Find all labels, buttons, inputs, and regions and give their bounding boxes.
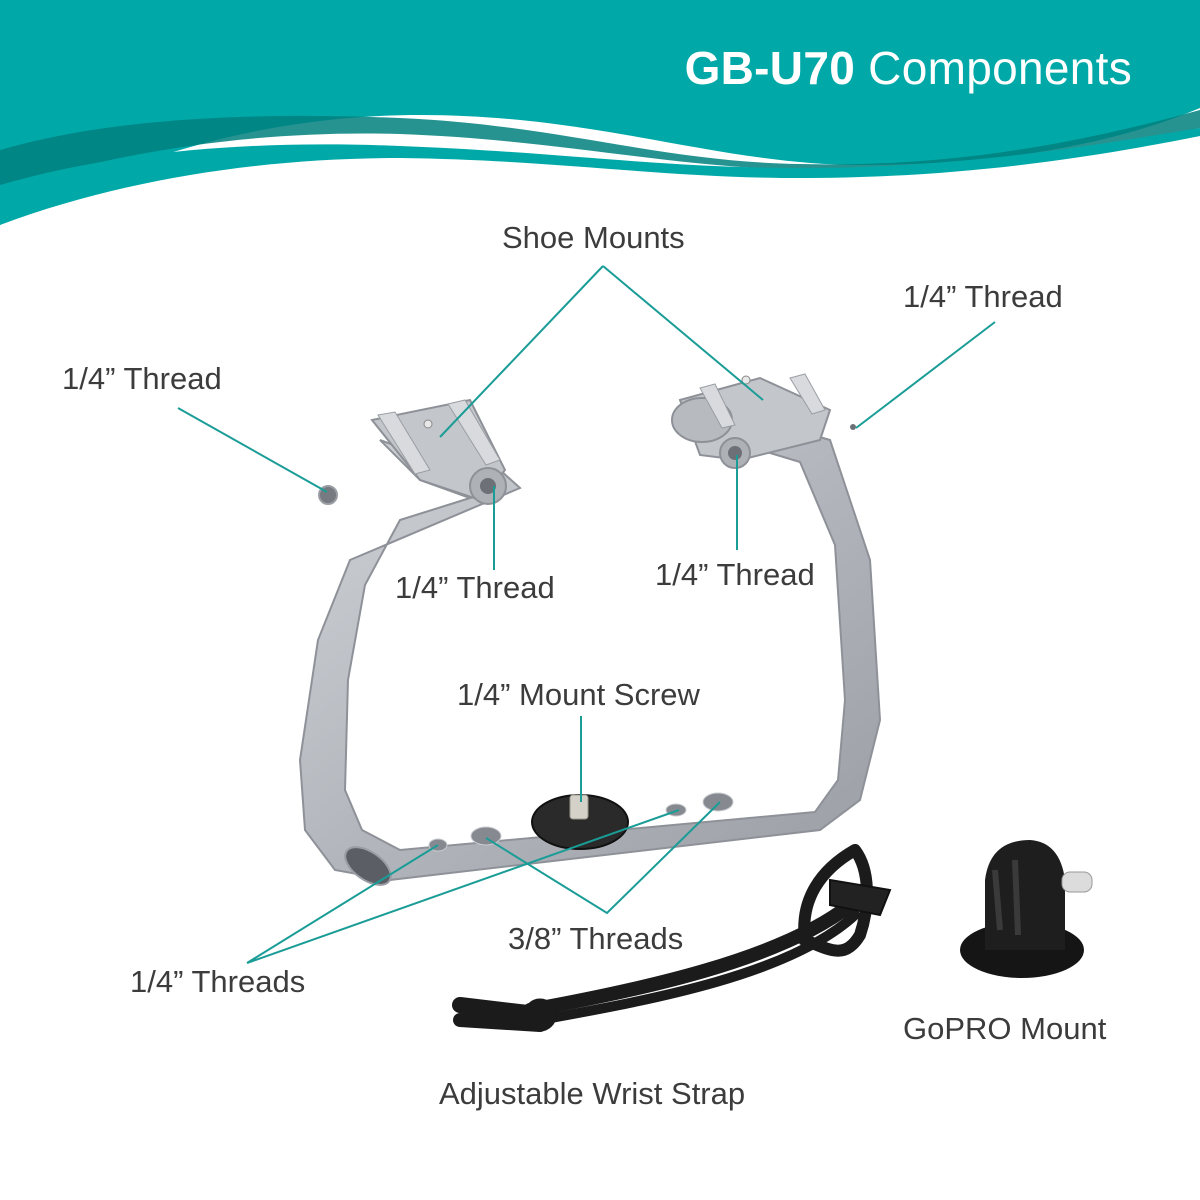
label-mount-screw: 1/4” Mount Screw: [457, 677, 700, 712]
label-thread-top-right: 1/4” Thread: [903, 279, 1063, 314]
label-gopro-mount: GoPRO Mount: [903, 1011, 1107, 1046]
callout-threads-1-4: [246, 809, 680, 964]
label-threads-1-4: 1/4” Threads: [130, 964, 306, 999]
callout-threads-3-8: [485, 801, 721, 915]
label-thread-top-left: 1/4” Thread: [62, 361, 222, 396]
label-thread-inner-right: 1/4” Thread: [655, 557, 815, 592]
title-suffix: Components: [855, 42, 1132, 94]
callout-shoe-mounts: [439, 265, 764, 438]
label-shoe-mounts: Shoe Mounts: [502, 220, 685, 255]
model-name: GB-U70: [684, 42, 856, 94]
label-thread-inner-left: 1/4” Thread: [395, 570, 555, 605]
label-threads-3-8: 3/8” Threads: [508, 921, 684, 956]
wrist-strap: [452, 844, 892, 1032]
label-wrist-strap: Adjustable Wrist Strap: [439, 1076, 746, 1111]
mount-screw: [569, 794, 589, 820]
page-title: GB-U70 Components: [685, 40, 1132, 96]
callout-thread-top-right: [855, 321, 996, 429]
handle-frame: [298, 373, 882, 886]
callout-thread-top-left: [177, 407, 328, 493]
gopro-mount: [960, 840, 1093, 978]
